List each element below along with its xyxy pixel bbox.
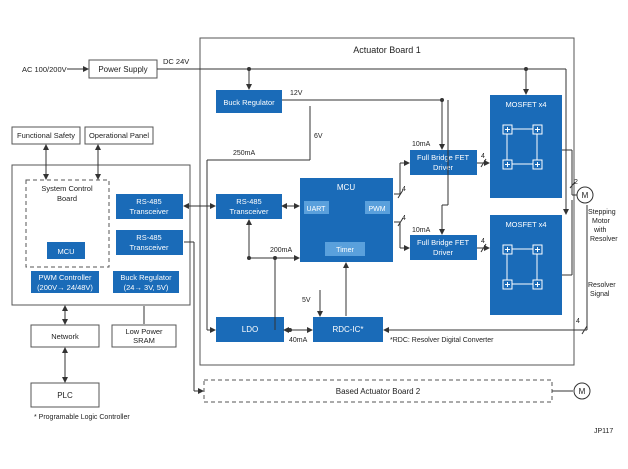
rs485-1-label-a: RS-485	[136, 197, 161, 206]
pwm-controller-block	[31, 271, 99, 293]
label-4-resolver: 4	[576, 318, 580, 325]
mosfet-bottom-block	[490, 215, 562, 315]
actuator-board-1-title: Actuator Board 1	[353, 45, 421, 55]
mcu-small-block	[47, 242, 85, 259]
mcu-main-label: MCU	[337, 183, 355, 192]
full-bridge-bottom-block	[410, 235, 477, 260]
uart-block	[304, 201, 329, 214]
label-5v: 5V	[302, 297, 311, 304]
stepping-label-4: Resolver	[590, 236, 618, 243]
system-control-frame	[11, 164, 191, 306]
motor-2-label: M	[579, 387, 586, 396]
low-power-sram-box	[111, 324, 177, 348]
rdc-ic-label: RDC-IC*	[332, 325, 363, 334]
label-4-pwm-top: 4	[402, 186, 406, 193]
resolver-signal-label-2: Signal	[590, 291, 610, 298]
full-bridge-top-label-1: Full Bridge FET	[417, 153, 470, 162]
system-control-board-label-2: Board	[57, 194, 77, 203]
plc-note: * Programable Logic Controller	[34, 414, 130, 421]
buck-small-label-1: Buck Regulator	[120, 273, 172, 282]
label-2: 2	[574, 179, 578, 186]
buck-regulator-block	[216, 90, 282, 113]
motor-2	[573, 382, 591, 400]
rs485-3-label-a: RS-485	[236, 197, 261, 206]
mosfet-bottom-symbols	[502, 244, 543, 290]
rs485-1-block	[116, 194, 183, 219]
rs485-2-label-a: RS-485	[136, 233, 161, 242]
motor-label: M	[582, 191, 589, 200]
label-250ma: 250mA	[233, 150, 256, 157]
buck-regulator-label: Buck Regulator	[223, 98, 275, 107]
buck-regulator-small-block	[113, 271, 179, 293]
rs485-1-label-b: Transceiver	[130, 207, 169, 216]
doc-id: JP117	[594, 428, 613, 435]
mosfet-top-block	[490, 95, 562, 198]
rs485-2-block	[116, 230, 183, 255]
ldo-label: LDO	[242, 325, 258, 334]
low-power-label-1: Low Power	[125, 327, 163, 336]
system-control-board-label-1: System Control	[41, 184, 93, 193]
pwm-block	[365, 201, 390, 214]
power-supply-label: Power Supply	[98, 65, 147, 74]
connections	[43, 66, 588, 394]
mosfet-top-label: MOSFET x4	[505, 100, 546, 109]
ac-input-label: AC 100/200V	[22, 65, 67, 74]
dc-24v-label: DC 24V	[163, 57, 189, 66]
timer-block	[325, 242, 365, 256]
uart-label: UART	[307, 206, 327, 213]
label-10ma-top: 10mA	[412, 141, 431, 148]
plc-box	[30, 382, 100, 408]
full-bridge-bottom-label-1: Full Bridge FET	[417, 238, 470, 247]
label-10ma-bottom: 10mA	[412, 227, 431, 234]
buck-small-label-2: (24→ 3V, 5V)	[124, 283, 169, 292]
rdc-ic-block	[313, 317, 383, 342]
stepping-label-2: Motor	[592, 218, 611, 225]
system-control-board-dashed	[25, 179, 110, 268]
stepping-label-3: with	[593, 227, 607, 234]
full-bridge-top-label-2: Driver	[433, 163, 454, 172]
pwm-controller-label-2: (200V→ 24/48V)	[37, 283, 93, 292]
functional-safety-label: Functional Safety	[17, 131, 75, 140]
stepping-motor	[576, 186, 594, 204]
mcu-small-label: MCU	[57, 247, 74, 256]
pwm-label: PWM	[368, 206, 385, 213]
timer-label: Timer	[336, 247, 354, 254]
label-4-pwm-bottom: 4	[402, 215, 406, 222]
label-12v: 12V	[290, 90, 303, 97]
rs485-3-label-b: Transceiver	[230, 207, 269, 216]
full-bridge-bottom-label-2: Driver	[433, 248, 454, 257]
network-label: Network	[51, 332, 79, 341]
full-bridge-top-block	[410, 150, 477, 175]
operational-panel-label: Operational Panel	[89, 131, 149, 140]
plc-label: PLC	[57, 391, 73, 400]
label-40ma: 40mA	[289, 337, 308, 344]
resolver-signal-label-1: Resolver	[588, 282, 616, 289]
label-4-fb-top: 4	[481, 153, 485, 160]
label-200ma: 200mA	[270, 247, 293, 254]
mosfet-top-symbols	[502, 124, 543, 170]
junction-dots	[247, 67, 528, 332]
rdc-note: *RDC: Resolver Digital Converter	[390, 337, 494, 344]
stepping-label-1: Stepping	[588, 209, 616, 216]
ldo-block	[216, 317, 284, 342]
pwm-controller-label-1: PWM Controller	[39, 273, 92, 282]
based-actuator-board-2-label: Based Actuator Board 2	[336, 387, 421, 396]
low-power-label-2: SRAM	[133, 336, 155, 345]
rs485-3-block	[216, 194, 282, 219]
operational-panel-box	[84, 126, 154, 145]
actuator-board-1-frame	[199, 37, 575, 366]
label-4-fb-bottom: 4	[481, 238, 485, 245]
rs485-2-label-b: Transceiver	[130, 243, 169, 252]
mosfet-bottom-label: MOSFET x4	[505, 220, 546, 229]
label-6v: 6V	[314, 133, 323, 140]
